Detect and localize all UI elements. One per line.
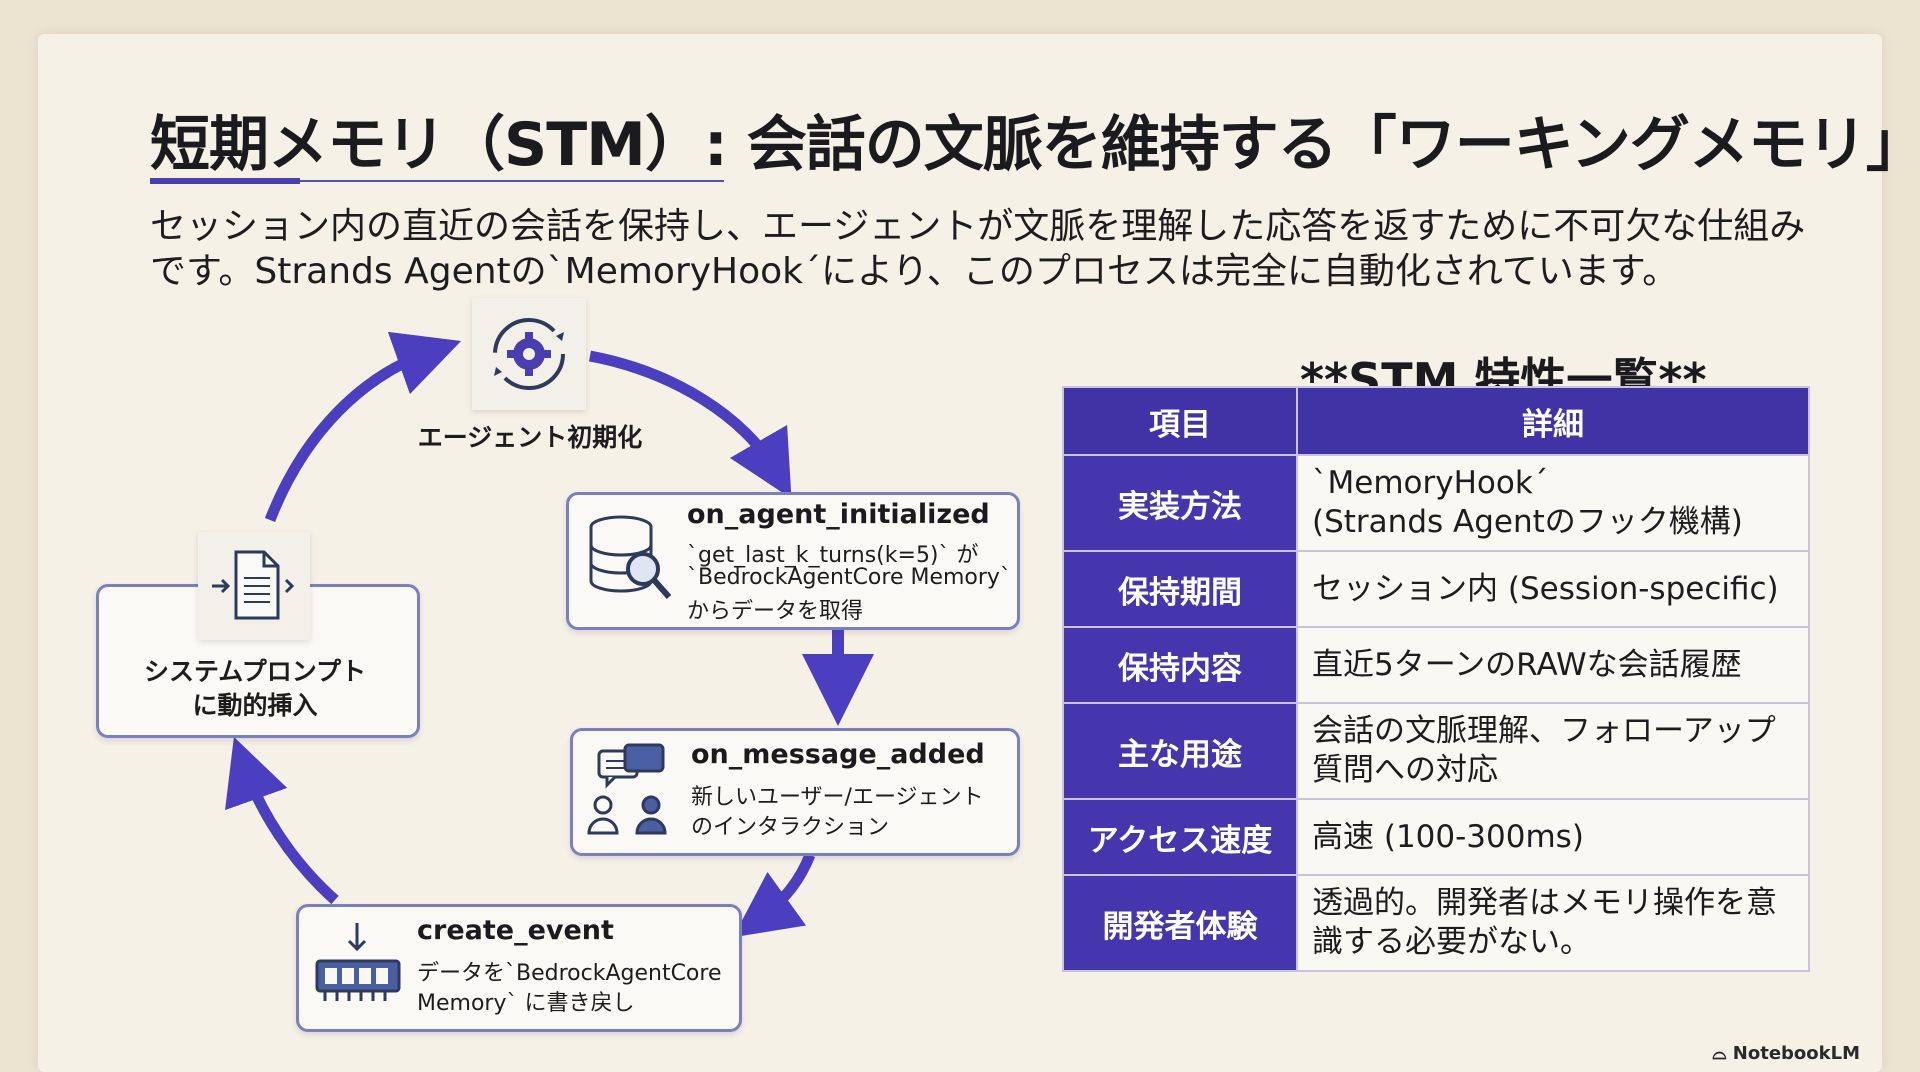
gear-sync-icon	[493, 318, 565, 390]
table-row-value: 会話の文脈理解、フォローアップ 質問への対応	[1296, 702, 1810, 800]
table-row-value-line-2: 質問への対応	[1312, 752, 1498, 788]
create-event-box: create_event データを`BedrockAgentCore Memor…	[296, 904, 742, 1032]
table-row-value-line-2: (Strands Agentのフック機構)	[1312, 504, 1743, 540]
table-header-item: 項目	[1062, 386, 1298, 456]
table-row: アクセス速度 高速 (100-300ms)	[1062, 798, 1810, 876]
table-row-value-line-1: 直近5ターンのRAWな会話履歴	[1312, 646, 1742, 683]
table-row-value-line-1: 高速 (100-300ms)	[1312, 818, 1584, 855]
create-event-line-1: データを`BedrockAgentCore	[417, 961, 722, 986]
agent-init-icon-card	[472, 298, 586, 410]
notebooklm-icon: ⌓	[1712, 1043, 1733, 1064]
create-event-line-2: Memory` に書き戻し	[417, 991, 635, 1016]
on-message-added-line-2: のインタラクション	[691, 815, 890, 840]
table-row-key: 実装方法	[1062, 454, 1298, 552]
table-row-value-line-1: 会話の文脈理解、フォローアップ	[1312, 713, 1776, 749]
on-agent-initialized-line-2: `BedrockAgentCore Memory`	[687, 565, 1011, 590]
title-underline-accent	[150, 178, 300, 184]
table-row-key: 保持内容	[1062, 626, 1298, 704]
table-row-value: 高速 (100-300ms)	[1296, 798, 1810, 876]
arrow-event-to-prompt	[225, 736, 339, 905]
table-row-value: 直近5ターンのRAWな会話履歴	[1296, 626, 1810, 704]
database-search-icon	[589, 515, 672, 599]
on-message-added-line-1: 新しいユーザー/エージェント	[691, 785, 984, 810]
on-agent-initialized-line-1: `get_last_k_turns(k=5)` が	[687, 543, 979, 568]
page-title: 短期メモリ（STM）: 会話の文脈を維持する「ワーキングメモリ」	[150, 110, 1920, 180]
table-row-key: アクセス速度	[1062, 798, 1298, 876]
arrow-init-to-initialized	[588, 350, 792, 499]
document-icon	[212, 550, 295, 620]
table-row-key: 開発者体験	[1062, 874, 1298, 972]
on-agent-initialized-title: on_agent_initialized	[687, 499, 990, 530]
system-prompt-icon-card	[198, 532, 310, 640]
table-row-value-line-1: `MemoryHook´	[1312, 465, 1549, 501]
on-agent-initialized-box: on_agent_initialized `get_last_k_turns(k…	[566, 492, 1020, 630]
table-row: 実装方法 `MemoryHook´ (Strands Agentのフック機構)	[1062, 454, 1810, 552]
title-underline	[150, 180, 724, 182]
table-row: 主な用途 会話の文脈理解、フォローアップ 質問への対応	[1062, 702, 1810, 800]
subtitle-line-2: です。Strands Agentの`MemoryHook´により、このプロセスは…	[150, 251, 1679, 292]
on-message-added-title: on_message_added	[691, 739, 985, 770]
on-agent-initialized-line-3: からデータを取得	[687, 599, 864, 624]
system-prompt-line-2: に動的挿入	[192, 691, 318, 720]
create-event-title: create_event	[417, 915, 614, 946]
arrow-prompt-to-init	[264, 331, 462, 522]
brand-label: ⌓ NotebookLM	[1712, 1043, 1860, 1064]
table-row-value-line-2: 識する必要がない。	[1312, 924, 1591, 960]
table-row: 保持内容 直近5ターンのRAWな会話履歴	[1062, 626, 1810, 704]
subtitle-line-1: セッション内の直近の会話を保持し、エージェントが文脈を理解した応答を返すために不…	[150, 206, 1806, 247]
chat-users-icon	[587, 743, 667, 835]
system-prompt-line-1: システムプロンプト	[143, 657, 366, 686]
table-row-key: 主な用途	[1062, 702, 1298, 800]
table-header-detail: 詳細	[1296, 386, 1810, 456]
table-row-value: セッション内 (Session-specific)	[1296, 550, 1810, 628]
table-row-value-line-1: 透過的。開発者はメモリ操作を意	[1312, 885, 1777, 921]
table-row: 開発者体験 透過的。開発者はメモリ操作を意 識する必要がない。	[1062, 874, 1810, 972]
stm-table: 項目 詳細 実装方法 `MemoryHook´ (Strands Agentのフ…	[1062, 386, 1810, 972]
memory-chip-icon	[315, 923, 401, 1001]
on-message-added-box: on_message_added 新しいユーザー/エージェント のインタラクショ…	[570, 728, 1020, 856]
brand-text: NotebookLM	[1732, 1043, 1860, 1064]
table-row-key: 保持期間	[1062, 550, 1298, 628]
table-row-value: 透過的。開発者はメモリ操作を意 識する必要がない。	[1296, 874, 1810, 972]
table-row-value: `MemoryHook´ (Strands Agentのフック機構)	[1296, 454, 1810, 552]
subtitle: セッション内の直近の会話を保持し、エージェントが文脈を理解した応答を返すために不…	[150, 204, 1850, 294]
arrow-message-to-event	[733, 852, 816, 938]
table-row: 保持期間 セッション内 (Session-specific)	[1062, 550, 1810, 628]
table-row-value-line-1: セッション内 (Session-specific)	[1312, 570, 1779, 607]
table-header-row: 項目 詳細	[1062, 386, 1810, 456]
agent-init-label: エージェント初期化	[417, 423, 643, 452]
